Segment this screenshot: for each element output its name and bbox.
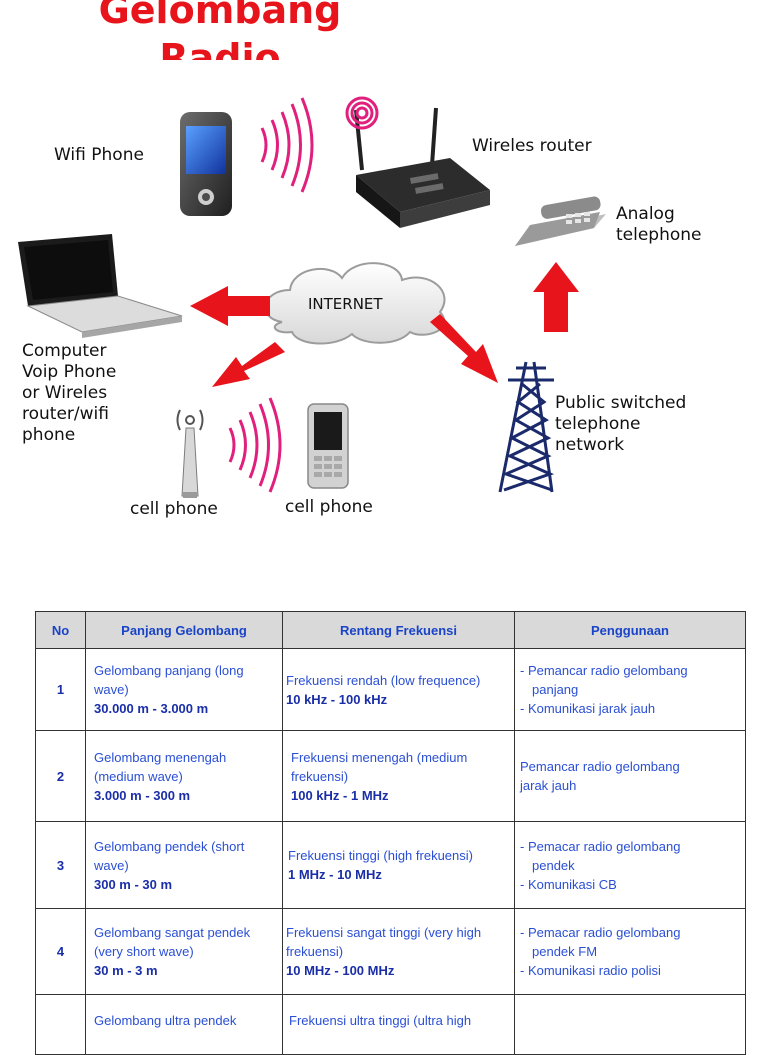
usage-line: panjang (532, 682, 579, 697)
tower-icon (498, 361, 555, 493)
usage-line: jarak jauh (520, 778, 577, 793)
title-wrap: Gelombang Radio (40, 0, 400, 60)
usage-line: - Komunikasi CB (520, 876, 617, 892)
label-pstn: Public switched telephone network (555, 393, 687, 455)
cell-wave: Gelombang sangat pendek (very short wave… (85, 908, 283, 995)
header-frequency: Rentang Frekuensi (282, 611, 515, 649)
wave-name: Gelombang ultra pendek (94, 1013, 237, 1028)
cell-no: 1 (35, 648, 86, 731)
wave-name: Gelombang sangat pendek (very short wave… (94, 925, 251, 959)
freq-range: 10 MHz - 100 MHz (286, 963, 395, 978)
cell-frequency: Frekuensi sangat tinggi (very high freku… (282, 908, 515, 995)
page-title: Gelombang Radio (98, 0, 342, 60)
header-wave: Panjang Gelombang (85, 611, 283, 649)
label-computer: Computer Voip Phone or Wireles router/wi… (22, 341, 117, 445)
table-row: Gelombang ultra pendek Frekuensi ultra t… (35, 994, 746, 1055)
wave-table-wrap: No Panjang Gelombang Rentang Frekuensi P… (35, 611, 746, 1055)
usage-line: pendek (532, 857, 575, 873)
cell-frequency: Frekuensi menengah (medium frekuensi) 100… (282, 730, 515, 822)
table-row: 2 Gelombang menengah (medium wave) 3.000 … (35, 730, 746, 822)
wave-name: Gelombang panjang (long wave) (94, 663, 244, 697)
cell-tower-icon (176, 409, 204, 498)
cell-usage: - Pemacar radio gelombang pendek - Komunik… (514, 821, 746, 909)
freq-name: Frekuensi sangat tinggi (very high freku… (286, 925, 482, 959)
usage-line: - Komunikasi radio polisi (520, 963, 661, 978)
cell-no: 4 (35, 908, 86, 995)
arrow-to-telephone-icon (533, 262, 579, 332)
header-no: No (35, 611, 86, 649)
usage-line: - Pemacar radio gelombang (520, 838, 681, 854)
laptop-icon (18, 234, 183, 338)
label-wifi-phone: Wifi Phone (54, 145, 144, 165)
table-row: 4 Gelombang sangat pendek (very short wa… (35, 908, 746, 995)
cell-no (35, 994, 86, 1055)
cell-usage: Pemancar radio gelombang jarak jauh (514, 730, 746, 822)
cell-wave: Gelombang ultra pendek (85, 994, 283, 1055)
router-icon (354, 107, 490, 228)
cell-frequency: Frekuensi rendah (low frequence) 10 kHz -… (282, 648, 515, 731)
cell-waves-icon (228, 397, 282, 493)
label-wireless-router: Wireles router (472, 136, 592, 156)
arrow-to-laptop-icon (190, 286, 270, 326)
cell-wave: Gelombang pendek (short wave) 300 m - 30 … (85, 821, 283, 909)
cell-usage (514, 994, 746, 1055)
router-signal-icon (345, 96, 379, 130)
network-diagram (18, 96, 606, 498)
label-internet: INTERNET (308, 295, 383, 313)
wave-range: 30.000 m - 3.000 m (94, 701, 209, 716)
cell-no: 2 (35, 730, 86, 822)
cell-frequency: Frekuensi tinggi (high frekuensi) 1 MHz -… (282, 821, 515, 909)
cell-frequency: Frekuensi ultra tinggi (ultra high (282, 994, 515, 1055)
header-usage: Penggunaan (514, 611, 746, 649)
usage-line: - Pemacar radio gelombang (520, 925, 681, 940)
wave-table: No Panjang Gelombang Rentang Frekuensi P… (35, 611, 746, 1055)
usage-line: - Komunikasi jarak jauh (520, 701, 656, 716)
freq-range: 10 kHz - 100 kHz (286, 691, 388, 707)
cell-wave: Gelombang menengah (medium wave) 3.000 m … (85, 730, 283, 822)
internet-cloud-icon (264, 262, 446, 345)
cell-usage: - Pemancar radio gelombang panjang - Komun… (514, 648, 746, 731)
wave-name: Gelombang menengah (medium wave) (94, 749, 227, 784)
cell-no: 3 (35, 821, 86, 909)
arrow-to-tower-icon (430, 314, 498, 383)
wifi-waves-icon (260, 97, 314, 193)
cell-wave: Gelombang panjang (long wave) 30.000 m - … (85, 648, 283, 731)
label-analog-telephone: Analog telephone (616, 204, 702, 245)
wave-range: 3.000 m - 300 m (94, 787, 191, 803)
table-row: 1 Gelombang panjang (long wave) 30.000 m … (35, 648, 746, 731)
freq-name: Frekuensi rendah (low frequence) (286, 672, 481, 688)
freq-name: Frekuensi tinggi (high frekuensi) (288, 848, 473, 863)
usage-line: Pemancar radio gelombang (520, 759, 680, 774)
label-cell-phone-2: cell phone (285, 497, 373, 517)
table-header-row: No Panjang Gelombang Rentang Frekuensi P… (35, 611, 746, 649)
freq-range: 1 MHz - 10 MHz (288, 867, 382, 882)
arrow-to-cellphone-icon (212, 342, 285, 387)
label-cell-phone-1: cell phone (130, 499, 218, 519)
usage-line: - Pemancar radio gelombang (520, 663, 688, 678)
freq-name: Frekuensi ultra tinggi (ultra high (289, 1013, 472, 1028)
cell-usage: - Pemacar radio gelombang pendek FM - Komu… (514, 908, 746, 995)
wifi-phone-icon (180, 112, 232, 216)
wave-name: Gelombang pendek (short wave) (94, 838, 245, 873)
wave-range: 30 m - 3 m (94, 963, 158, 978)
freq-name: Frekuensi menengah (medium frekuensi) (291, 749, 468, 784)
table-row: 3 Gelombang pendek (short wave) 300 m - 3… (35, 821, 746, 909)
cell-phone-icon (307, 403, 349, 489)
usage-line: pendek FM (532, 944, 598, 959)
wave-range: 300 m - 30 m (94, 876, 173, 892)
analog-telephone-icon (515, 196, 606, 246)
freq-range: 100 kHz - 1 MHz (291, 787, 389, 803)
